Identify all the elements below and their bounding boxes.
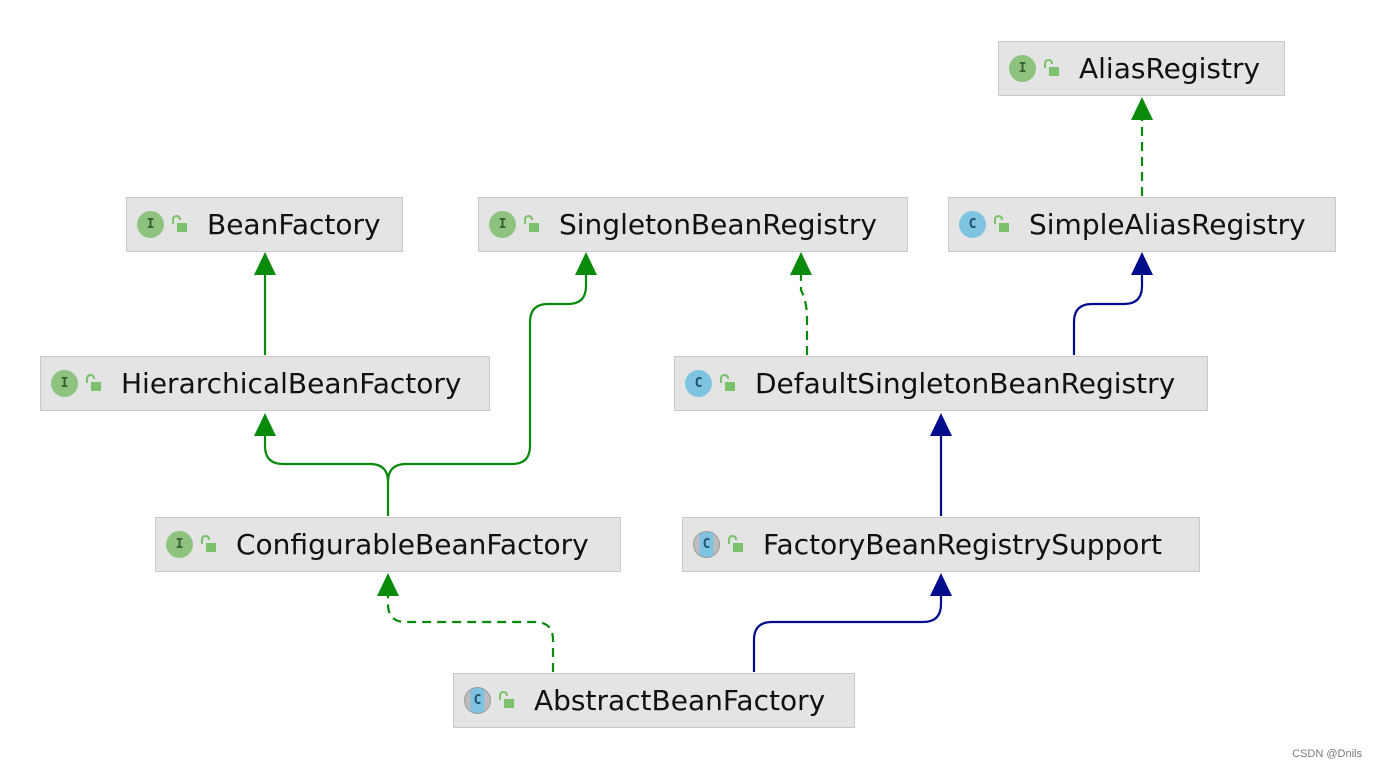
arrowhead-simple-alias: [1131, 252, 1153, 275]
abstract-class-icon: C: [693, 531, 720, 558]
node-label: AliasRegistry: [1079, 52, 1261, 85]
edge-abstract-to-configurable: [386, 596, 555, 672]
arrowhead-factory-support: [930, 573, 952, 596]
edge-abstract-to-factory-support: [752, 596, 943, 672]
node-singleton-bean-registry[interactable]: I SingletonBeanRegistry: [478, 197, 908, 252]
node-factory-bean-registry-support[interactable]: C FactoryBeanRegistrySupport: [682, 517, 1200, 572]
arrowhead-singleton-registry-left: [575, 252, 597, 275]
node-label: AbstractBeanFactory: [534, 684, 826, 717]
lock-open-icon: [720, 373, 735, 391]
arrowhead-singleton-registry-right: [790, 252, 812, 275]
lock-open-icon: [524, 214, 539, 232]
node-label: SingletonBeanRegistry: [559, 208, 877, 241]
node-alias-registry[interactable]: I AliasRegistry: [998, 41, 1285, 96]
arrowhead-beanfactory: [254, 252, 276, 275]
class-icon: C: [685, 370, 712, 397]
node-label: ConfigurableBeanFactory: [236, 528, 589, 561]
lock-open-icon: [201, 534, 216, 552]
arrowhead-default-singleton: [930, 413, 952, 436]
edge-default-singleton-to-simple-alias: [1072, 275, 1144, 355]
lock-open-icon: [994, 214, 1009, 232]
lock-open-icon: [499, 690, 514, 708]
edge-default-singleton-to-singleton-registry: [799, 275, 809, 355]
interface-icon: I: [1009, 55, 1036, 82]
node-simple-alias-registry[interactable]: C SimpleAliasRegistry: [948, 197, 1336, 252]
lock-open-icon: [172, 214, 187, 232]
node-label: SimpleAliasRegistry: [1029, 208, 1306, 241]
edge-configurable-to-hierarchical: [263, 436, 390, 516]
interface-icon: I: [137, 211, 164, 238]
lock-open-icon: [1044, 58, 1059, 76]
arrowhead-configurable: [377, 573, 399, 596]
lock-open-icon: [728, 534, 743, 552]
node-label: HierarchicalBeanFactory: [121, 367, 462, 400]
node-label: FactoryBeanRegistrySupport: [763, 528, 1162, 561]
interface-icon: I: [51, 370, 78, 397]
abstract-class-icon: C: [464, 687, 491, 714]
class-icon: C: [959, 211, 986, 238]
edge-configurable-to-singleton-registry: [386, 275, 588, 483]
node-label: BeanFactory: [207, 208, 381, 241]
lock-open-icon: [86, 373, 101, 391]
node-label: DefaultSingletonBeanRegistry: [755, 367, 1176, 400]
interface-icon: I: [166, 531, 193, 558]
watermark: CSDN @Dnils: [1292, 748, 1362, 760]
node-default-singleton-bean-registry[interactable]: C DefaultSingletonBeanRegistry: [674, 356, 1208, 411]
arrowhead-hierarchical: [254, 413, 276, 436]
node-abstract-bean-factory[interactable]: C AbstractBeanFactory: [453, 673, 855, 728]
arrowhead-alias-registry: [1131, 97, 1153, 120]
node-configurable-bean-factory[interactable]: I ConfigurableBeanFactory: [155, 517, 621, 572]
interface-icon: I: [489, 211, 516, 238]
node-bean-factory[interactable]: I BeanFactory: [126, 197, 403, 252]
node-hierarchical-bean-factory[interactable]: I HierarchicalBeanFactory: [40, 356, 490, 411]
